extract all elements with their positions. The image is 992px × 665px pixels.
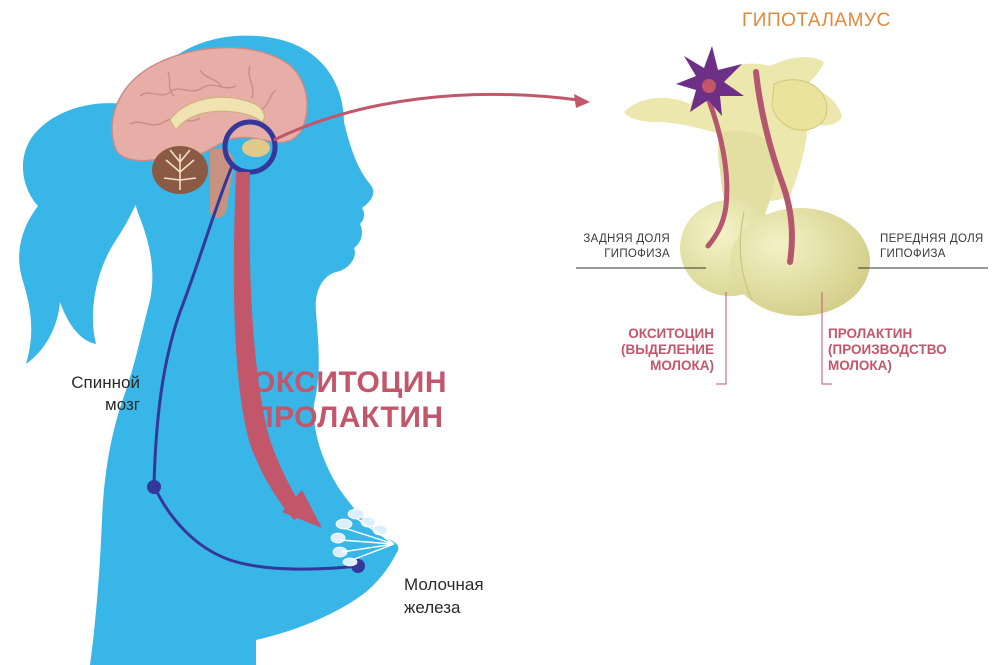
- anterior-lobe-shape: [730, 208, 870, 316]
- oxytocin-callout: ОКСИТОЦИН (ВЫДЕЛЕНИЕ МОЛОКА): [621, 326, 714, 374]
- oxytocin-callout-line: [716, 292, 726, 384]
- anterior-lobe-label: ПЕРЕДНЯЯ ДОЛЯ ГИПОФИЗА: [880, 232, 984, 262]
- posterior-lobe-label: ЗАДНЯЯ ДОЛЯ ГИПОФИЗА: [583, 232, 670, 262]
- hypothalamus-spot: [242, 139, 270, 157]
- mammary-gland-label: Молочная железа: [404, 573, 484, 619]
- prolactin-callout: ПРОЛАКТИН (ПРОИЗВОДСТВО МОЛОКА): [828, 326, 947, 374]
- hypothalamus-title: ГИПОТАЛАМУС: [742, 10, 891, 32]
- spinal-node: [147, 480, 161, 494]
- pituitary-detail: [624, 46, 870, 316]
- spinal-cord-label: Спинной мозг: [40, 372, 140, 416]
- hormones-label: ОКСИТОЦИН ПРОЛАКТИН: [252, 365, 447, 435]
